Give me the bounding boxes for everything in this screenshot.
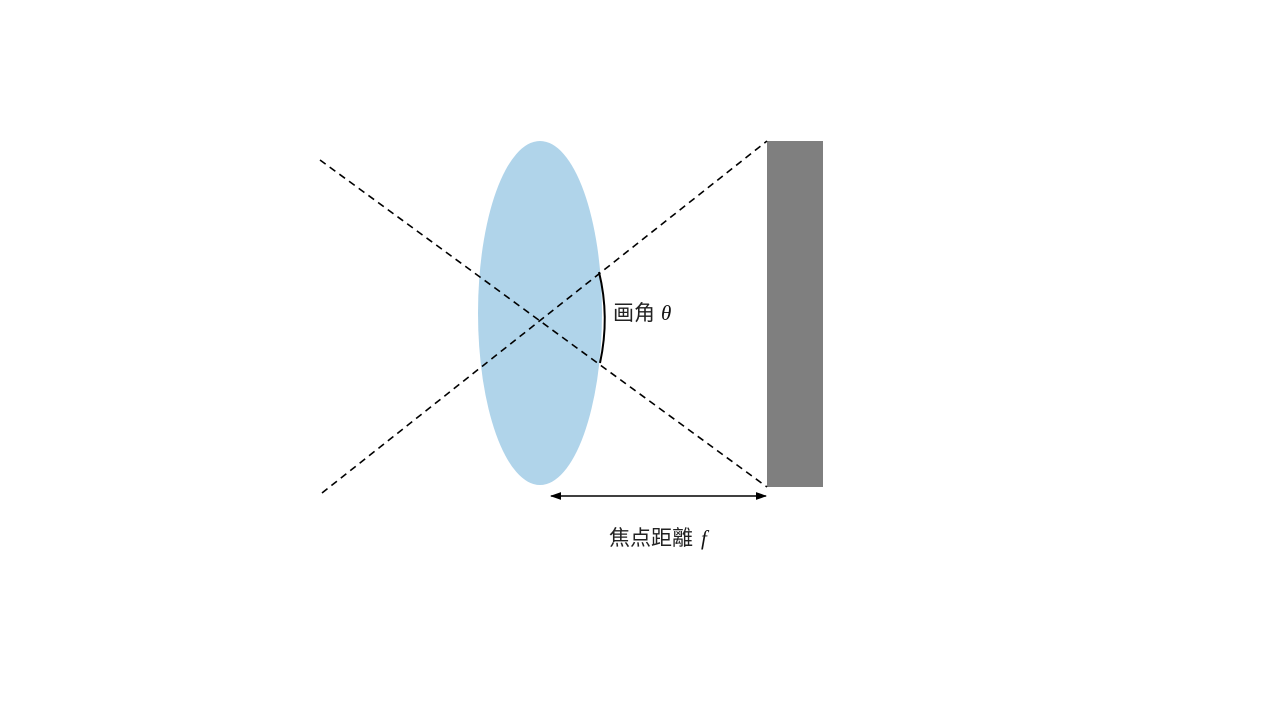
focal-length-label: 焦点距離 f	[609, 526, 710, 550]
lens	[478, 141, 602, 485]
ray-lower-to-upper	[321, 140, 768, 494]
ray-upper-to-lower	[319, 159, 768, 488]
f-symbol: f	[701, 526, 710, 550]
angle-of-view-text: 画角	[613, 301, 655, 325]
image-sensor	[767, 141, 823, 487]
theta-symbol: θ	[661, 301, 671, 325]
angle-arc	[598, 271, 606, 364]
focal-length-text: 焦点距離	[609, 526, 693, 550]
